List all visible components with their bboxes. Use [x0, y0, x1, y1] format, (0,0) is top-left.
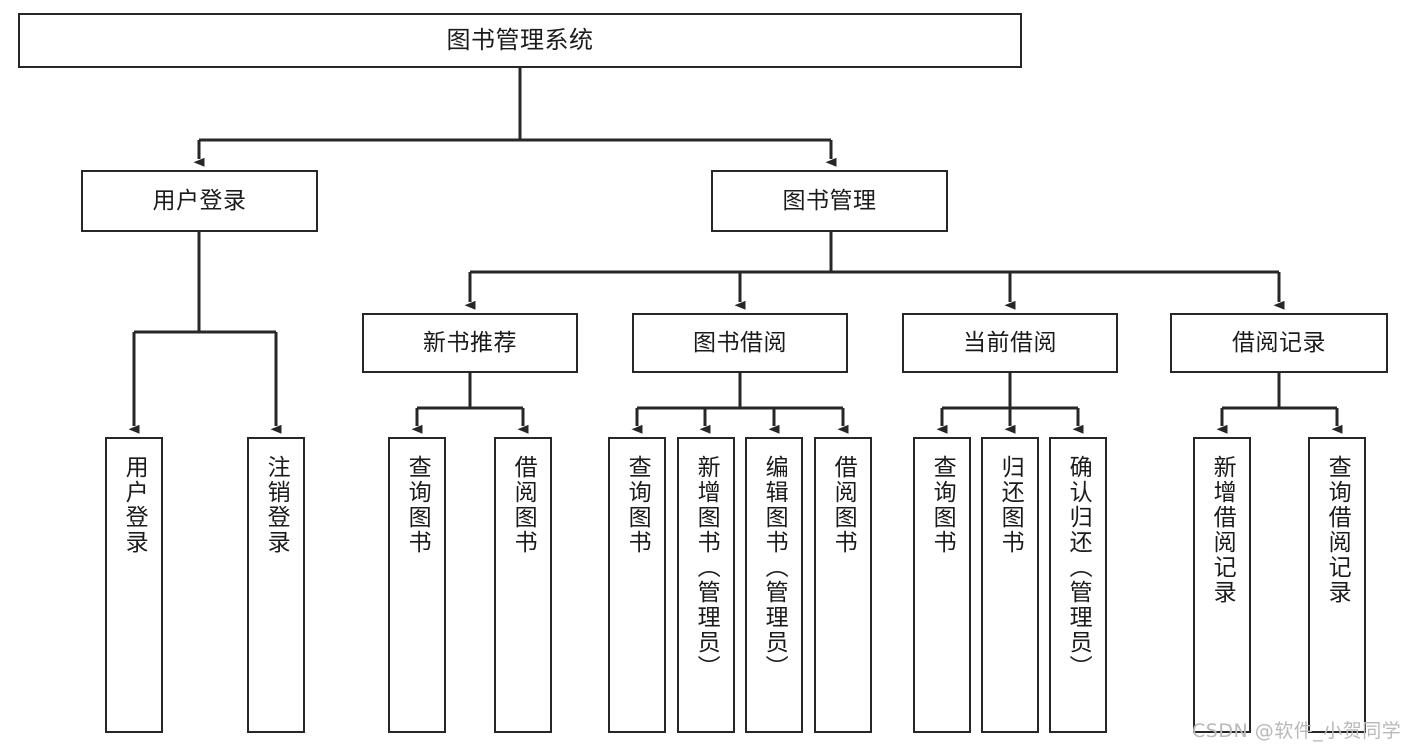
- node-book-borrow[interactable]: 图书借阅: [632, 313, 848, 373]
- csdn-watermark: CSDN @软件_小贺同学: [1192, 720, 1402, 742]
- node-root-book-management-system[interactable]: 图书管理系统: [18, 13, 1022, 68]
- leaf-borrow-record-add-record[interactable]: 新增借阅记录: [1193, 437, 1251, 733]
- node-book-management[interactable]: 图书管理: [711, 170, 948, 232]
- node-label: 当前借阅: [963, 329, 1057, 356]
- node-label: 新增借阅记录: [1209, 455, 1236, 605]
- leaf-borrow-record-query-record[interactable]: 查询借阅记录: [1308, 437, 1366, 733]
- node-label: 图书管理: [782, 187, 877, 214]
- node-label: 借阅图书: [510, 455, 537, 555]
- node-label: 查询图书: [929, 455, 956, 555]
- leaf-book-borrow-add-book[interactable]: 新增图书（管理员）: [677, 437, 735, 733]
- node-borrow-record[interactable]: 借阅记录: [1170, 313, 1388, 373]
- leaf-user-login-logout[interactable]: 注销登录: [247, 437, 305, 733]
- node-label: 确认归还（管理员）: [1065, 455, 1092, 680]
- leaf-new-book-borrow-book[interactable]: 借阅图书: [494, 437, 552, 733]
- node-label: 借阅图书: [830, 455, 857, 555]
- node-label: 查询图书: [404, 455, 431, 555]
- node-label: 查询借阅记录: [1324, 455, 1351, 605]
- leaf-user-login-login[interactable]: 用户登录: [105, 437, 163, 733]
- leaf-new-book-query-book[interactable]: 查询图书: [388, 437, 446, 733]
- node-label: 用户登录: [121, 455, 148, 555]
- node-new-book-recommend[interactable]: 新书推荐: [362, 313, 578, 373]
- node-label: 归还图书: [997, 455, 1024, 555]
- leaf-book-borrow-query-book[interactable]: 查询图书: [608, 437, 666, 733]
- leaf-book-borrow-borrow-book[interactable]: 借阅图书: [814, 437, 872, 733]
- node-label: 图书借阅: [693, 329, 787, 356]
- leaf-current-borrow-confirm-return[interactable]: 确认归还（管理员）: [1049, 437, 1107, 733]
- node-label: 编辑图书（管理员）: [761, 455, 788, 680]
- node-label: 图书管理系统: [446, 25, 594, 54]
- node-label: 用户登录: [152, 187, 247, 214]
- node-label: 新书推荐: [423, 329, 517, 356]
- leaf-book-borrow-edit-book[interactable]: 编辑图书（管理员）: [745, 437, 803, 733]
- node-label: 注销登录: [263, 455, 290, 555]
- node-user-login[interactable]: 用户登录: [81, 170, 318, 232]
- node-current-borrow[interactable]: 当前借阅: [902, 313, 1118, 373]
- node-label: 新增图书（管理员）: [693, 455, 720, 680]
- leaf-current-borrow-query-book[interactable]: 查询图书: [913, 437, 971, 733]
- node-label: 借阅记录: [1232, 329, 1326, 356]
- node-label: 查询图书: [624, 455, 651, 555]
- leaf-current-borrow-return-book[interactable]: 归还图书: [981, 437, 1039, 733]
